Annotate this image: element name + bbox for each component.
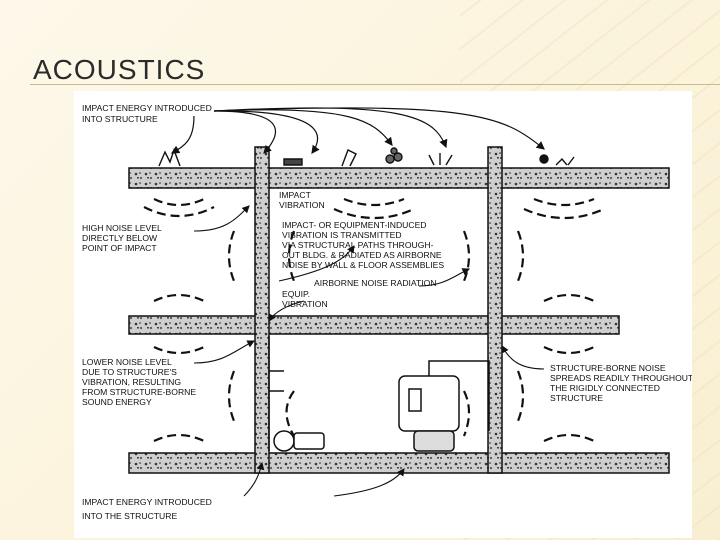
label-impact-top-2: INTO STRUCTURE (82, 114, 158, 124)
label-equip-vibration-2: VIBRATION (282, 299, 328, 309)
impact-objects (159, 148, 574, 166)
top-arrows (172, 108, 544, 153)
label-equip-vibration-1: EQUIP. (282, 289, 310, 299)
pump-unit (269, 336, 324, 451)
label-center-3: VIA STRUCTURAL PATHS THROUGH- (282, 240, 434, 250)
slide-title: ACOUSTICS (33, 54, 205, 86)
label-lower-noise-2: DUE TO STRUCTURE'S (82, 367, 177, 377)
label-impact-vibration-2: VIBRATION (279, 200, 325, 210)
label-high-noise-1: HIGH NOISE LEVEL (82, 223, 162, 233)
label-center-4: OUT BLDG. & RADIATED AS AIRBORNE (282, 250, 442, 260)
label-impact-top-1: IMPACT ENERGY INTRODUCED (82, 103, 212, 113)
label-impact-vibration-1: IMPACT (279, 190, 312, 200)
label-high-noise-2: DIRECTLY BELOW (82, 233, 158, 243)
bottom-slab (129, 453, 669, 473)
label-structure-borne-1: STRUCTURE-BORNE NOISE (550, 363, 666, 373)
middle-slab (129, 316, 619, 334)
label-center-5: NOISE BY WALL & FLOOR ASSEMBLIES (282, 260, 444, 270)
label-airborne: AIRBORNE NOISE RADIATION (314, 278, 437, 288)
label-structure-borne-2: SPREADS READILY THROUGHOUT (550, 373, 692, 383)
label-structure-borne-3: THE RIGIDLY CONNECTED (550, 383, 660, 393)
label-lower-noise-3: VIBRATION, RESULTING (82, 377, 181, 387)
label-lower-noise-1: LOWER NOISE LEVEL (82, 357, 172, 367)
label-center-2: VIBRATION IS TRANSMITTED (282, 230, 402, 240)
left-column (255, 147, 269, 473)
top-slab (129, 168, 669, 188)
right-column (488, 147, 502, 473)
label-impact-bottom-2: INTO THE STRUCTURE (82, 511, 177, 521)
equipment-unit (399, 361, 489, 451)
label-center-1: IMPACT- OR EQUIPMENT-INDUCED (282, 220, 427, 230)
label-structure-borne-4: STRUCTURE (550, 393, 603, 403)
label-high-noise-3: POINT OF IMPACT (82, 243, 157, 253)
label-impact-bottom-1: IMPACT ENERGY INTRODUCED (82, 497, 212, 507)
label-lower-noise-5: SOUND ENERGY (82, 397, 152, 407)
acoustics-diagram: IMPACT ENERGY INTRODUCED INTO STRUCTURE … (74, 91, 692, 538)
label-lower-noise-4: FROM STRUCTURE-BORNE (82, 387, 196, 397)
title-rule (30, 84, 720, 85)
